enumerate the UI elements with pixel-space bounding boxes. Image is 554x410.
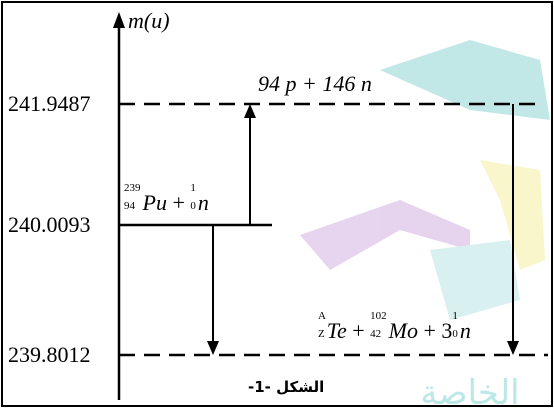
nuclide-neutrons-out: 1 0 1	[452, 310, 458, 346]
te-atomic-number: Z	[318, 327, 325, 340]
nuclide-mo: 102 42 102	[370, 310, 387, 346]
mo-mass-number: 102	[370, 309, 387, 322]
mo-atomic-number: 42	[370, 327, 382, 340]
watermark-violet-shape	[300, 200, 470, 270]
watermark-text: الخاصة	[420, 373, 519, 410]
pu-mass-number: 239	[124, 181, 141, 194]
nuclide-pu: 239 94 239	[124, 182, 141, 218]
mo-symbol: Mo	[388, 318, 418, 343]
watermark-teal-shape-2	[430, 240, 520, 320]
level-bottom-value: 239.8012	[8, 342, 91, 367]
level-middle-value: 240.0093	[8, 212, 91, 237]
neutron-atomic-number: 0	[190, 199, 196, 212]
level-middle-equation: 239 94 239 Pu + 1 0 1 n	[124, 182, 209, 218]
watermark-teal-shape	[380, 40, 550, 120]
arrow-middle-to-top-head	[244, 104, 256, 118]
neutron-symbol: n	[197, 190, 209, 215]
nuclide-neutron: 1 0 1	[190, 182, 196, 218]
level-top-value: 241.9487	[8, 91, 91, 116]
te-symbol: Te	[326, 318, 347, 343]
neutrons-out-symbol: n	[459, 318, 471, 343]
pu-atomic-number: 94	[124, 199, 135, 212]
y-axis-arrowhead	[113, 12, 125, 28]
figure-caption: الشكل -1-	[248, 378, 325, 396]
neutrons-out-mass-number: 1	[452, 309, 458, 322]
nuclide-te: A Z A	[318, 310, 326, 346]
pu-symbol: Pu	[142, 190, 167, 215]
level-top-label: 94 p + 146 n	[258, 71, 372, 96]
neutron-coefficient: 3	[441, 318, 453, 343]
neutron-mass-number: 1	[190, 181, 196, 194]
arrow-top-to-bottom-head	[507, 341, 519, 355]
te-mass-number: A	[318, 309, 326, 322]
neutrons-out-atomic-number: 0	[452, 327, 458, 340]
watermark-shapes	[300, 40, 550, 320]
arrow-middle-to-bottom-head	[207, 341, 219, 355]
level-bottom-equation: A Z A Te + 102 42 102 Mo + 3 1 0 1 n	[318, 310, 471, 346]
y-axis-label: m(u)	[128, 8, 170, 33]
